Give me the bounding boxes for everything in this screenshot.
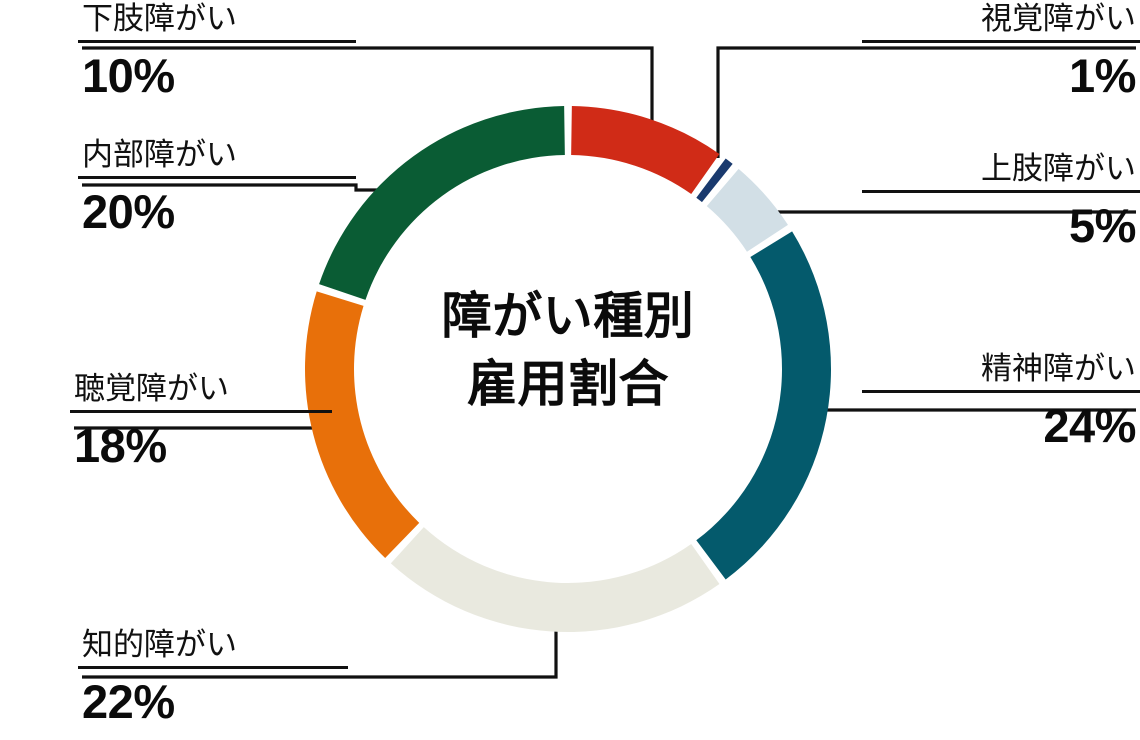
donut-slice-mental xyxy=(696,231,831,580)
leader-line-visual xyxy=(716,46,1136,158)
donut-slice-hearing xyxy=(305,291,420,559)
leader-line-lower-limb xyxy=(82,46,654,142)
leader-line-internal xyxy=(82,183,412,192)
donut-slice-lower-limb xyxy=(571,106,720,195)
donut-slice-internal xyxy=(319,106,565,300)
donut-slice-upper-limb xyxy=(706,168,788,252)
donut-ring xyxy=(305,106,831,633)
donut-slice-visual xyxy=(696,158,733,203)
donut-slice-intellect xyxy=(390,527,720,633)
